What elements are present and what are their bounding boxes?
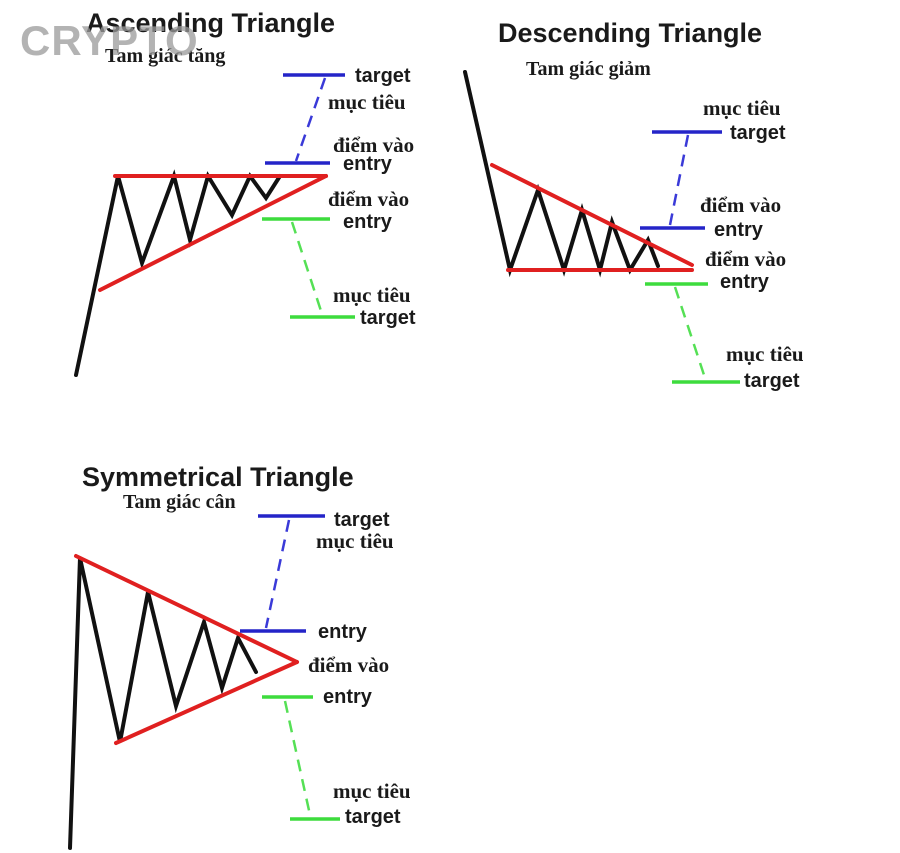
- ascending-upper-entry-label: entry: [343, 153, 393, 175]
- symmetrical-lower-projection: [283, 700, 312, 816]
- symmetrical-upper-projection: [264, 519, 291, 629]
- symmetrical-upper-trend-line: [74, 554, 299, 664]
- symmetrical-upper-entry-label: entry: [318, 621, 368, 643]
- ascending-upper-projection: [294, 77, 327, 162]
- descending-lower-entry-label: entry: [720, 271, 770, 293]
- descending-upper-entry-label: entry: [714, 219, 764, 241]
- ascending-title: Ascending Triangle: [86, 8, 335, 38]
- symmetrical-apex-entry-vi-label: điểm vào: [308, 653, 389, 677]
- ascending-lower-target-vi-label: mục tiêu: [333, 283, 411, 307]
- symmetrical-triangle: Symmetrical Triangle Tam giác cân target…: [68, 462, 411, 850]
- symmetrical-upper-target-label: target: [334, 509, 390, 531]
- symmetrical-subtitle: Tam giác cân: [123, 491, 236, 513]
- ascending-price-line: [74, 169, 282, 377]
- ascending-upper-target-vi-label: mục tiêu: [328, 90, 406, 114]
- ascending-triangle: Ascending Triangle Tam giác tăng target …: [74, 8, 416, 377]
- ascending-lower-projection: [290, 221, 324, 315]
- crypto-watermark: CRYPTO: [20, 17, 199, 64]
- ascending-lower-entry-label: entry: [343, 211, 393, 233]
- ascending-upper-entry-vi-label: điểm vào: [333, 133, 414, 157]
- descending-title: Descending Triangle: [498, 18, 762, 48]
- descending-upper-target-label: target: [730, 122, 786, 144]
- descending-upper-projection: [668, 134, 690, 226]
- descending-upper-entry-vi-label: điểm vào: [700, 193, 781, 217]
- symmetrical-upper-target-vi-label: mục tiêu: [316, 529, 394, 553]
- symmetrical-price-line: [68, 557, 258, 850]
- ascending-subtitle: Tam giác tăng: [105, 45, 225, 67]
- symmetrical-lower-entry-label: entry: [323, 686, 373, 708]
- ascending-support-line: [98, 174, 328, 292]
- symmetrical-lower-target-vi-label: mục tiêu: [333, 779, 411, 803]
- ascending-upper-target-label: target: [355, 65, 411, 87]
- descending-lower-entry-vi-label: điểm vào: [705, 247, 786, 271]
- ascending-lower-entry-vi-label: điểm vào: [328, 187, 409, 211]
- symmetrical-lower-trend-line: [114, 660, 299, 745]
- descending-triangle: Descending Triangle Tam giác giảm mục ti…: [463, 18, 804, 392]
- descending-price-line: [463, 70, 660, 278]
- descending-lower-target-label: target: [744, 370, 800, 392]
- descending-upper-target-vi-label: mục tiêu: [703, 96, 781, 120]
- descending-resistance-line: [490, 163, 694, 267]
- descending-lower-target-vi-label: mục tiêu: [726, 342, 804, 366]
- descending-lower-projection: [673, 286, 707, 379]
- descending-subtitle: Tam giác giảm: [526, 58, 651, 80]
- symmetrical-title: Symmetrical Triangle: [82, 462, 354, 492]
- ascending-lower-target-label: target: [360, 307, 416, 329]
- symmetrical-lower-target-label: target: [345, 806, 401, 828]
